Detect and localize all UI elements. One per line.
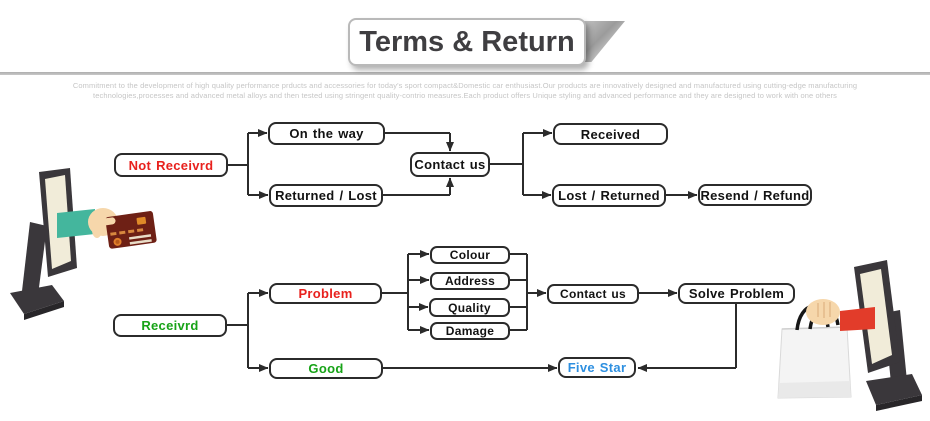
flow-node-five-star: Five Star xyxy=(558,357,636,378)
flow-node-solve-problem: Solve Problem xyxy=(678,283,795,304)
flow-node-good: Good xyxy=(269,358,383,379)
flow-node-damage: Damage xyxy=(430,322,510,340)
flow-node-address: Address xyxy=(430,272,510,290)
monitor-shopping-bag-illustration xyxy=(777,260,922,411)
flow-node-received-ok: Receivrd xyxy=(113,314,227,337)
flow-node-contact-us-bottom: Contact us xyxy=(547,284,639,304)
flow-node-colour: Colour xyxy=(430,246,510,264)
flow-node-returned-lost: Returned / Lost xyxy=(269,184,383,207)
commitment-text: Commitment to the development of high qu… xyxy=(0,81,930,100)
flow-node-contact-us-top: Contact us xyxy=(410,152,490,177)
monitor-credit-card-illustration xyxy=(10,168,157,320)
commitment-text-line1: Commitment to the development of high qu… xyxy=(72,81,858,90)
flow-node-received: Received xyxy=(553,123,668,145)
page-title: Terms & Return xyxy=(348,18,586,66)
flow-node-not-received: Not Receivrd xyxy=(114,153,228,177)
commitment-text-line2: technologies,processes and advanced meta… xyxy=(93,90,837,100)
flow-node-lost-returned: Lost / Returned xyxy=(552,184,666,207)
flow-node-on-the-way: On the way xyxy=(268,122,385,145)
flow-node-quality: Quality xyxy=(429,298,510,317)
header-divider xyxy=(0,72,930,75)
flow-node-resend-refund: Resend / Refund xyxy=(698,184,812,206)
flow-node-problem: Problem xyxy=(269,283,382,304)
